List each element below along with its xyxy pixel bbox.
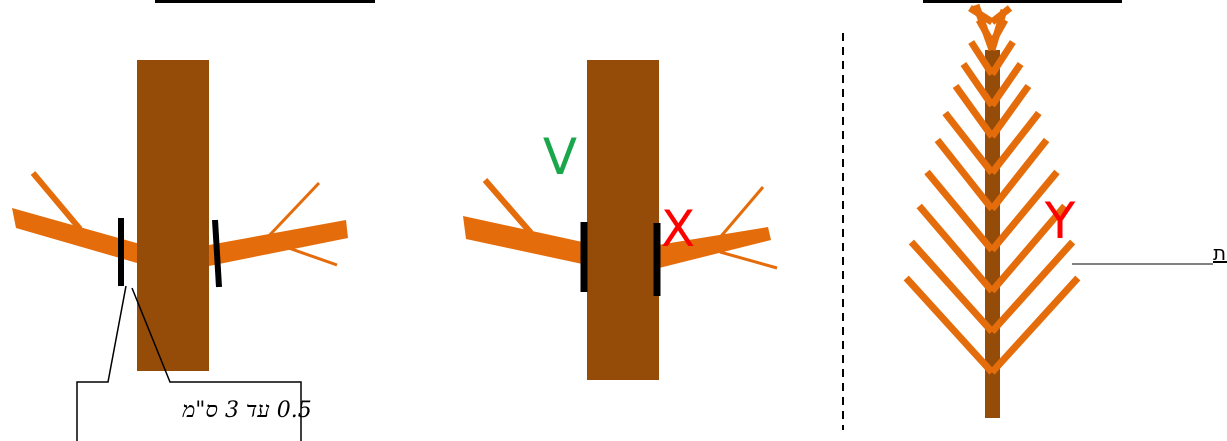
right-twig-lower <box>280 245 337 265</box>
correct-mark: V <box>543 128 577 186</box>
panel-tree-shape: Y צורה צריפית <box>906 5 1227 418</box>
tree-branch <box>992 278 1078 372</box>
tree-shape-label: צורה צריפית <box>1213 241 1227 265</box>
panel-right-vs-wrong: V X <box>463 60 777 380</box>
tree-branch <box>911 242 992 332</box>
mid-trunk <box>587 60 659 380</box>
tree-tip-twig <box>976 5 992 50</box>
callout-text: 0.5 עד 3 ס"מ <box>182 398 311 423</box>
tree-branch <box>919 206 992 291</box>
panel-cut-distance: 0.5 עד 3 ס"מ <box>12 60 348 441</box>
tree-branch <box>927 172 992 250</box>
tree-branch <box>906 278 992 372</box>
mid-right-twig-lower <box>720 252 777 268</box>
cut-mark-right <box>215 220 219 287</box>
trunk <box>137 60 209 371</box>
partial-mark: Y <box>1044 192 1076 250</box>
tree-branch <box>992 242 1073 332</box>
wrong-mark: X <box>661 200 695 258</box>
